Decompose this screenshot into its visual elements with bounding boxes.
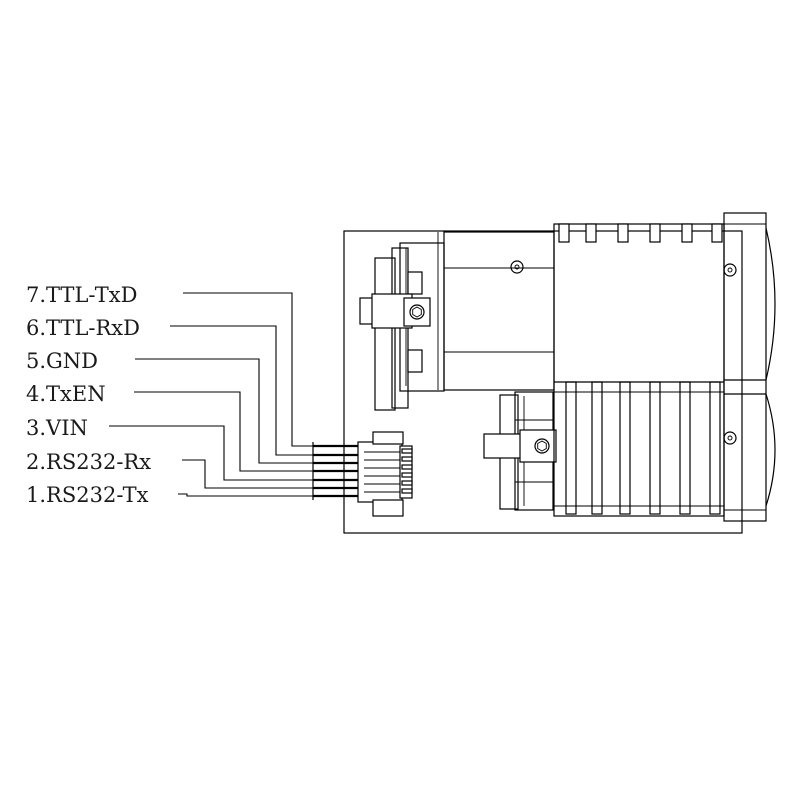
- pin-label-4: 4.TxEN: [26, 382, 106, 406]
- pin-label-3: 3.VIN: [26, 416, 88, 440]
- pin-label-2: 2.RS232-Rx: [26, 450, 151, 474]
- upper-optics: [359, 231, 555, 411]
- leader-line-1: [178, 493, 318, 497]
- leader-line-2: [182, 459, 318, 489]
- pin-label-7: 7.TTL-TxD: [26, 283, 137, 307]
- leader-line-3: [109, 425, 318, 481]
- leader-line-4: [134, 391, 318, 472]
- leader-lines: [109, 292, 318, 497]
- heat-sink: [553, 223, 725, 517]
- connector: [357, 431, 413, 517]
- leader-line-7: [183, 292, 318, 447]
- lower-optics: [483, 391, 557, 511]
- pin-label-1: 1.RS232-Tx: [26, 483, 149, 507]
- pin-labels: 7.TTL-TxD 6.TTL-RxD 5.GND 4.TxEN 3.VIN 2…: [26, 283, 151, 507]
- leader-line-5: [135, 358, 318, 464]
- leader-line-6: [170, 325, 318, 456]
- pcb-board: [343, 230, 743, 534]
- pin-label-6: 6.TTL-RxD: [26, 316, 140, 340]
- pin-label-5: 5.GND: [26, 349, 98, 373]
- wire-bundle: [312, 442, 360, 500]
- lens-housing: [723, 212, 776, 522]
